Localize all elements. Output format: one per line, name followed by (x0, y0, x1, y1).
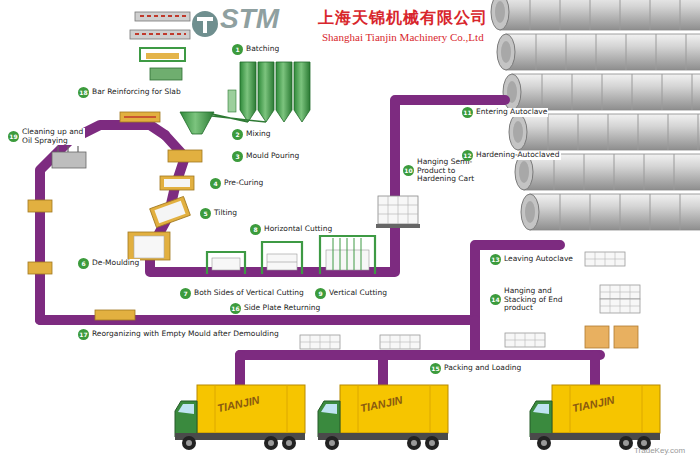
process-step: 19Cleaning up and Oil Spraying (8, 128, 85, 145)
truck-lettering: TIANJIN (216, 394, 260, 415)
step-number: 7 (180, 288, 191, 299)
step-name: Packing and Loading (443, 364, 522, 373)
step-name: Vertical Cutting (328, 289, 388, 298)
step-name: Mixing (245, 130, 272, 139)
step-name: Side Plate Returning (243, 304, 321, 313)
step-name: Pre-Curing (223, 179, 264, 188)
step-name: Horizontal Cutting (263, 225, 333, 234)
company-name: 上海天锦机械有限公司 (318, 9, 488, 27)
truck-lettering: TIANJIN (359, 394, 403, 415)
process-step: 14Hanging and Stacking of End product (490, 287, 585, 313)
process-step: 6De-Moulding (78, 258, 140, 269)
step-name: Cleaning up and Oil Spraying (21, 128, 85, 145)
step-number: 13 (490, 254, 501, 265)
process-step: 10Hanging Semi-Product to Hardening Cart (403, 158, 490, 184)
step-name: Both Sides of Vertical Cutting (193, 289, 305, 298)
step-number: 8 (250, 224, 261, 235)
process-step: 2Mixing (232, 129, 272, 140)
step-number: 2 (232, 129, 243, 140)
step-number: 4 (210, 178, 221, 189)
process-step: 18Bar Reinforcing for Slab (78, 87, 182, 98)
step-number: 3 (232, 151, 243, 162)
step-name: Hanging and Stacking of End product (503, 287, 585, 313)
process-step: 11Entering Autoclave (462, 107, 548, 118)
process-step: 3Mould Pouring (232, 151, 300, 162)
step-name: Hardening-Autoclaved (475, 151, 561, 160)
step-name: Hanging Semi-Product to Hardening Cart (416, 158, 490, 184)
truck-lettering: TIANJIN (571, 394, 615, 415)
process-step: 12Hardening-Autoclaved (462, 150, 561, 161)
process-step: 7Both Sides of Vertical Cutting (180, 288, 305, 299)
step-name: Batching (245, 45, 280, 54)
process-step: 4Pre-Curing (210, 178, 264, 189)
process-step: 13Leaving Autoclave (490, 254, 574, 265)
step-name: De-Moulding (91, 259, 140, 268)
step-number: 11 (462, 107, 473, 118)
company-name: Shanghai Tianjin Machinery Co.,Ltd (322, 31, 484, 43)
step-name: Bar Reinforcing for Slab (91, 88, 182, 97)
step-number: 6 (78, 258, 89, 269)
step-name: Entering Autoclave (475, 108, 548, 117)
logo-text: STM (220, 4, 279, 35)
process-step: 5Tilting (200, 208, 238, 219)
step-number: 9 (315, 288, 326, 299)
step-number: 14 (490, 294, 501, 305)
step-number: 19 (8, 131, 19, 142)
step-number: 18 (78, 87, 89, 98)
process-step: 9Vertical Cutting (315, 288, 388, 299)
step-number: 1 (232, 44, 243, 55)
step-number: 17 (78, 329, 89, 340)
watermark: TradeKey.com (634, 447, 685, 456)
process-step: 16Side Plate Returning (230, 303, 321, 314)
process-step: 1Batching (232, 44, 280, 55)
process-step: 15Packing and Loading (430, 363, 522, 374)
step-number: 15 (430, 363, 441, 374)
step-number: 12 (462, 150, 473, 161)
step-number: 10 (403, 165, 414, 176)
step-number: 5 (200, 208, 211, 219)
step-name: Leaving Autoclave (503, 255, 574, 264)
step-name: Reorganizing with Empty Mould after Demo… (91, 330, 280, 339)
step-number: 16 (230, 303, 241, 314)
step-name: Mould Pouring (245, 152, 300, 161)
step-name: Tilting (213, 209, 238, 218)
process-step: 17Reorganizing with Empty Mould after De… (78, 329, 280, 340)
process-step: 8Horizontal Cutting (250, 224, 333, 235)
